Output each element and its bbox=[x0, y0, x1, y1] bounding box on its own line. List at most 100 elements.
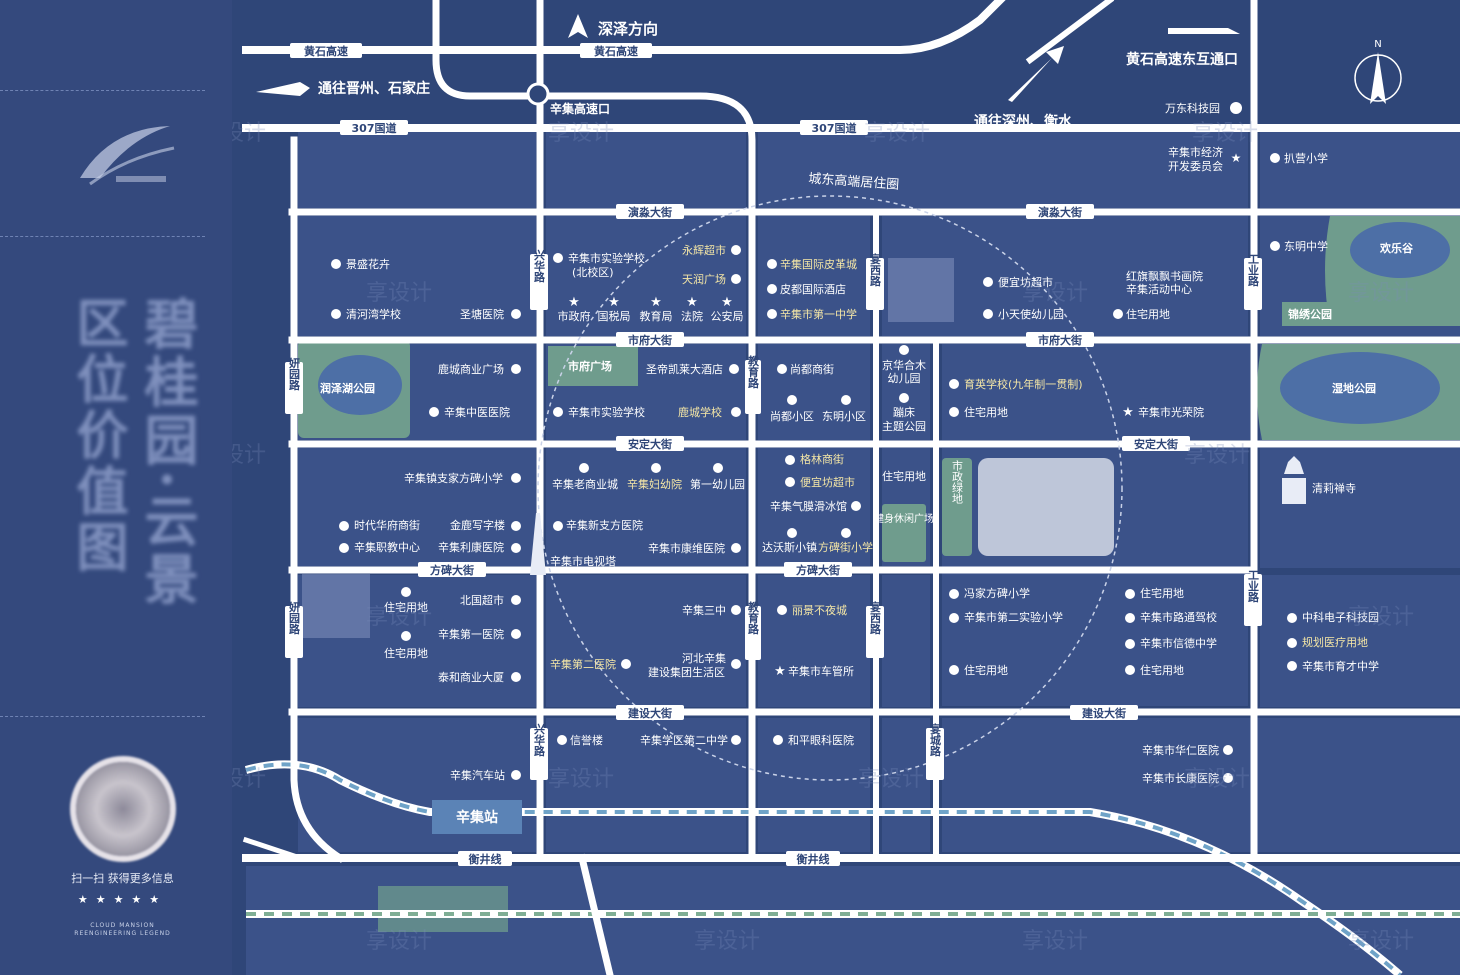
pagoda-icon bbox=[1282, 456, 1306, 504]
road-label-tags: 黄石高速 黄石高速 307国道 307国道 演淼大街 演淼大街 市府大街 市府大… bbox=[285, 43, 1262, 866]
label-gongye-top: 工业路 bbox=[1247, 253, 1260, 287]
label-jianshe-left: 建设大街 bbox=[628, 706, 672, 720]
label-g307-left: 307国道 bbox=[352, 121, 397, 135]
qr-code[interactable] bbox=[76, 762, 170, 856]
poi-zhuzhai-8: 住宅用地 bbox=[384, 646, 428, 660]
area-labels: 城东高端居住圈 润泽湖公园 市府广场 欢乐谷 锦绣公园 湿地公园 市政绿地 健身… bbox=[320, 171, 1414, 834]
arrow-west-icon bbox=[256, 82, 310, 96]
poi-erzhong: 辛集学区第二中学 bbox=[640, 733, 728, 747]
poi-lucheng-plaza: 鹿城商业广场 bbox=[438, 362, 504, 376]
poi-sanzhong: 辛集三中 bbox=[682, 603, 726, 617]
label-hengjing-left: 衡井线 bbox=[469, 852, 502, 866]
project-title: 碧桂园·云景 bbox=[135, 296, 199, 609]
poi-kaili: 圣帝凯莱大酒店 bbox=[646, 362, 723, 376]
parks bbox=[298, 216, 1460, 932]
poi-benghuang-2: 主题公园 bbox=[882, 420, 926, 433]
direction-shenze: 深泽方向 bbox=[598, 20, 658, 38]
label-yancheng: 宴城路 bbox=[929, 722, 942, 757]
radius-circle bbox=[537, 195, 1123, 781]
chengdong-label: 城东高端居住圈 bbox=[808, 171, 900, 193]
rating-stars: ★★★★★ bbox=[77, 893, 168, 906]
poi-dawosi: 达沃斯小镇 bbox=[762, 540, 817, 554]
poi-fangbeijie: 方碑街小学 bbox=[818, 540, 873, 554]
poi-jinghua: 京华合木 bbox=[882, 358, 926, 372]
station-box bbox=[432, 800, 522, 834]
svg-text:享设计: 享设计 bbox=[1348, 605, 1414, 630]
poi-shiyan-north-2: (北校区) bbox=[572, 265, 614, 279]
poi-beiguo: 北国超市 bbox=[460, 593, 504, 607]
label-xinghua-top: 兴华路 bbox=[533, 248, 546, 283]
huanle-gu-label: 欢乐谷 bbox=[1379, 241, 1414, 255]
poi-gov-3: 教育局 bbox=[640, 309, 673, 323]
svg-text:★: ★ bbox=[686, 295, 698, 310]
svg-text:享设计: 享设计 bbox=[1022, 929, 1088, 954]
poi-shangdu: 尚都小区 bbox=[770, 409, 814, 423]
svg-text:享设计: 享设计 bbox=[864, 121, 930, 146]
label-fangbei-left: 方碑大街 bbox=[430, 563, 474, 577]
value-title: 区位价值图 bbox=[67, 296, 128, 576]
poi-dongming: 东明中学 bbox=[1284, 239, 1328, 253]
svg-text:★: ★ bbox=[608, 295, 620, 310]
svg-text:享设计: 享设计 bbox=[1192, 121, 1258, 146]
svg-text:享设计: 享设计 bbox=[366, 605, 432, 630]
label-yanyuan-bottom: 妍园路 bbox=[288, 600, 301, 635]
svg-text:享设计: 享设计 bbox=[366, 281, 432, 306]
poi-heping: 和平眼科医院 bbox=[788, 733, 854, 747]
cloud-caption-line-2: REENGINEERING LEGEND bbox=[74, 930, 171, 937]
poi-jingji-2: 开发委员会 bbox=[1168, 159, 1223, 173]
label-jianshe-right: 建设大街 bbox=[1082, 706, 1126, 720]
svg-text:享设计: 享设计 bbox=[1348, 929, 1414, 954]
label-jiaoyu-bottom: 教育路 bbox=[747, 600, 761, 635]
poi-yiyou: 第一幼儿园 bbox=[690, 477, 745, 491]
label-shifu-right: 市府大街 bbox=[1038, 333, 1082, 347]
railways bbox=[244, 760, 1460, 975]
poi-zhuzhai-4: 住宅用地 bbox=[964, 663, 1008, 677]
poi-taihe: 泰和商业大厦 bbox=[438, 670, 504, 684]
svg-text:享设计: 享设计 bbox=[366, 929, 432, 954]
poi-huodong: 辛集活动中心 bbox=[1126, 282, 1192, 296]
poi-hongqi: 红旗飘飘书画院 bbox=[1126, 269, 1203, 283]
label-huangshi-mid: 黄石高速 bbox=[594, 44, 638, 58]
poi-xinzhi: 辛集新支方医院 bbox=[566, 518, 643, 532]
poi-gelin: 格林商街 bbox=[800, 452, 844, 466]
arrow-north-icon bbox=[568, 14, 588, 38]
poi-gov-5: 公安局 bbox=[711, 309, 744, 323]
poi-dongming-area: 东明小区 bbox=[822, 410, 866, 423]
label-yanyuan-top: 妍园路 bbox=[288, 356, 301, 391]
direction-jinzhou: 通往晋州、石家庄 bbox=[318, 80, 430, 97]
divider bbox=[0, 90, 205, 91]
poi-shidai: 时代华府商街 bbox=[354, 518, 420, 532]
poi-zhuzhai-6: 住宅用地 bbox=[1140, 663, 1184, 677]
label-g307-right: 307国道 bbox=[812, 121, 857, 135]
poi-shiyan-north: 辛集市实验学校 bbox=[568, 251, 645, 265]
poi-shiyan-2: 辛集市第二实验小学 bbox=[964, 610, 1063, 624]
highway-exit-label: 辛集高速口 bbox=[550, 101, 610, 116]
poi-huaxue: 辛集气膜滑冰馆 bbox=[770, 499, 847, 513]
svg-text:★: ★ bbox=[650, 295, 662, 310]
shifu-square-label: 市府广场 bbox=[568, 359, 612, 373]
direction-arrows bbox=[256, 14, 1240, 102]
direction-labels: 深泽方向 通往晋州、石家庄 通往深州、衡水 黄石高速东互通口 辛集高速口 bbox=[318, 20, 1238, 130]
label-yanxi-top: 宴西路 bbox=[869, 252, 882, 287]
label-gongye-bottom: 工业路 bbox=[1247, 569, 1260, 603]
poi-jinlu: 金鹿写字楼 bbox=[450, 518, 505, 532]
direction-shenzhou: 通往深州、衡水 bbox=[974, 113, 1073, 130]
star-icon: ★ bbox=[1231, 151, 1242, 165]
poi-xinde: 辛集市信德中学 bbox=[1140, 636, 1217, 650]
label-hengjing-right: 衡井线 bbox=[797, 852, 830, 866]
poi-changkang: 辛集市长康医院 bbox=[1142, 771, 1219, 785]
poi-guangrong: 辛集市光荣院 bbox=[1138, 405, 1204, 419]
municipal-green-land bbox=[942, 458, 972, 556]
svg-text:享设计: 享设计 bbox=[694, 929, 760, 954]
svg-text:享设计: 享设计 bbox=[548, 767, 614, 792]
poi-erzhong-yi: 辛集第二医院 bbox=[550, 657, 616, 671]
poi-diyi-yiyuan: 辛集第一医院 bbox=[438, 627, 504, 641]
poi-yonghui: 永辉超市 bbox=[682, 243, 726, 257]
station-label: 辛集站 bbox=[456, 809, 498, 826]
poi-zhuzhai-1: 住宅用地 bbox=[1126, 307, 1170, 321]
poi-gov-4: 法院 bbox=[681, 309, 703, 323]
poi-wandong: 万东科技园 bbox=[1165, 101, 1220, 115]
poi-cheguan: 辛集市车管所 bbox=[788, 664, 854, 678]
